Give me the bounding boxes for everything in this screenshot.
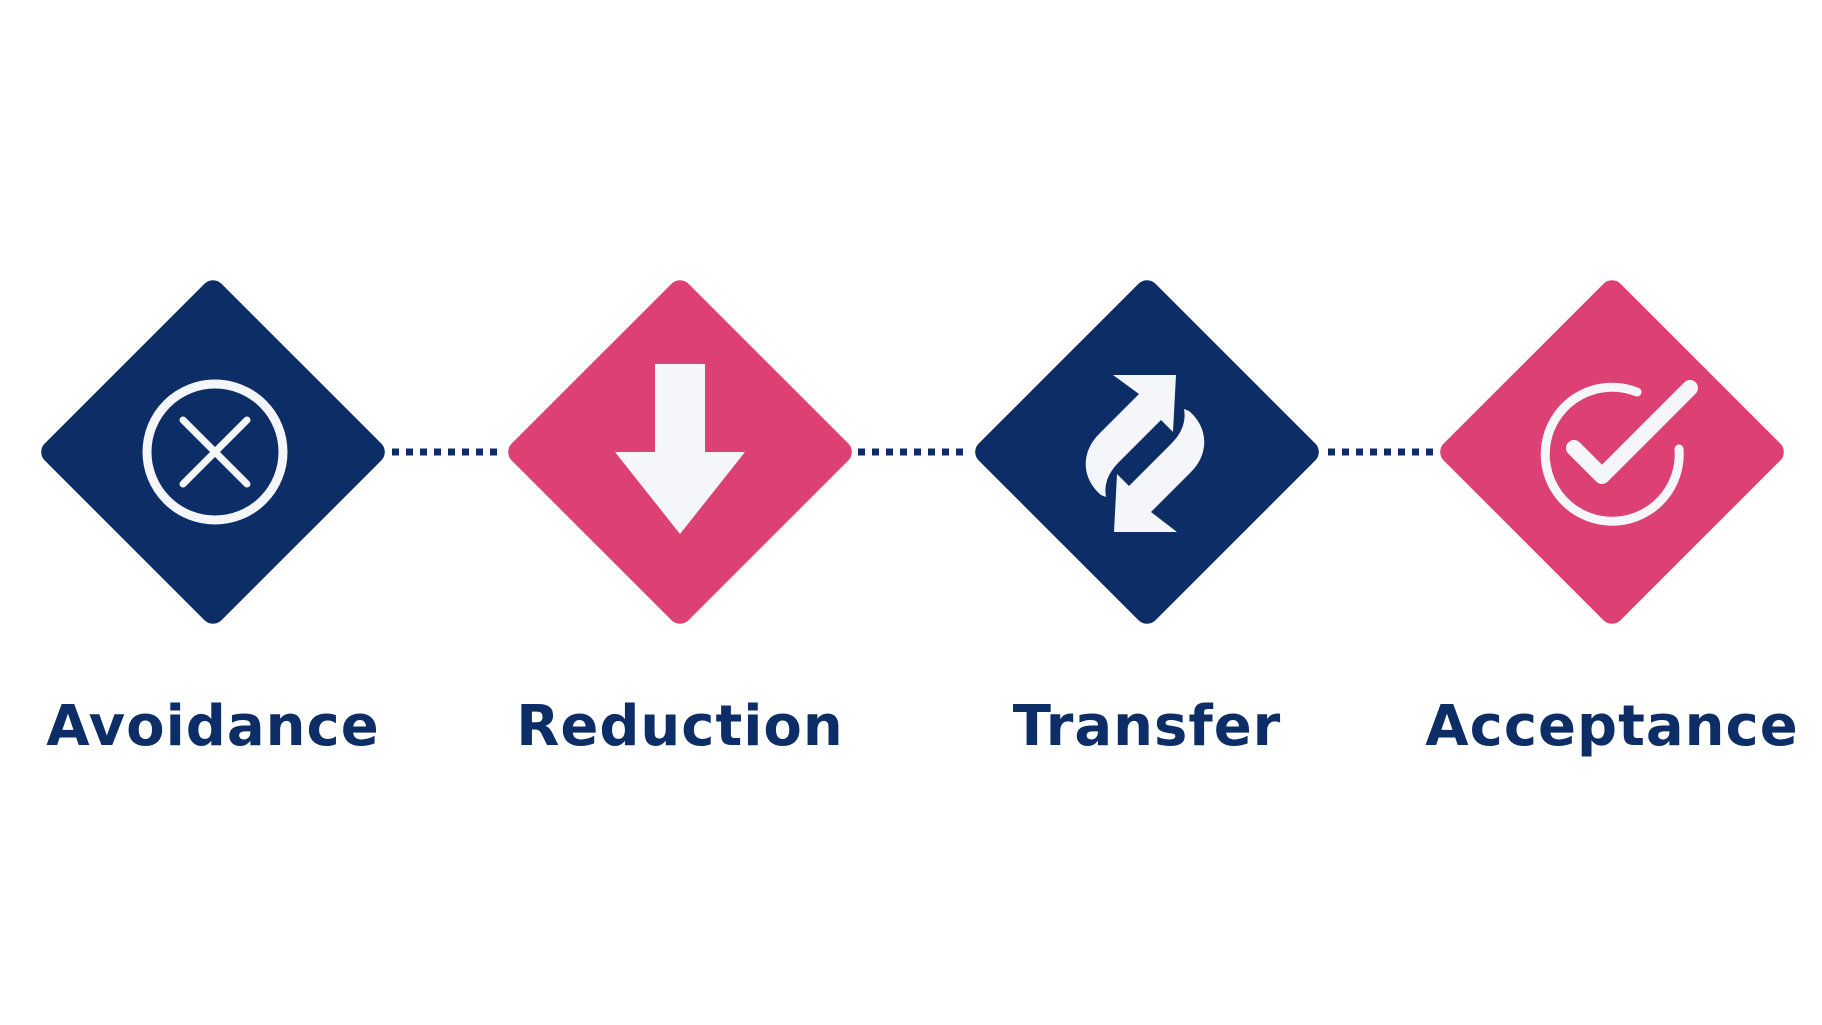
step-reduction (508, 280, 852, 624)
x-circle-icon (142, 379, 288, 525)
labels: Avoidance Reduction Transfer Acceptance (46, 694, 1798, 759)
label-reduction: Reduction (516, 694, 844, 759)
diamond-transfer (975, 280, 1319, 624)
step-acceptance (1440, 280, 1784, 624)
swap-arrows-icon (1085, 375, 1205, 532)
step-avoidance (41, 280, 385, 624)
step-transfer (975, 280, 1319, 624)
diamond-acceptance (1440, 280, 1784, 624)
label-transfer: Transfer (1013, 694, 1282, 759)
label-acceptance: Acceptance (1425, 694, 1798, 759)
check-circle-icon (1540, 380, 1698, 526)
arrow-down-icon (615, 364, 745, 534)
label-avoidance: Avoidance (46, 694, 379, 759)
